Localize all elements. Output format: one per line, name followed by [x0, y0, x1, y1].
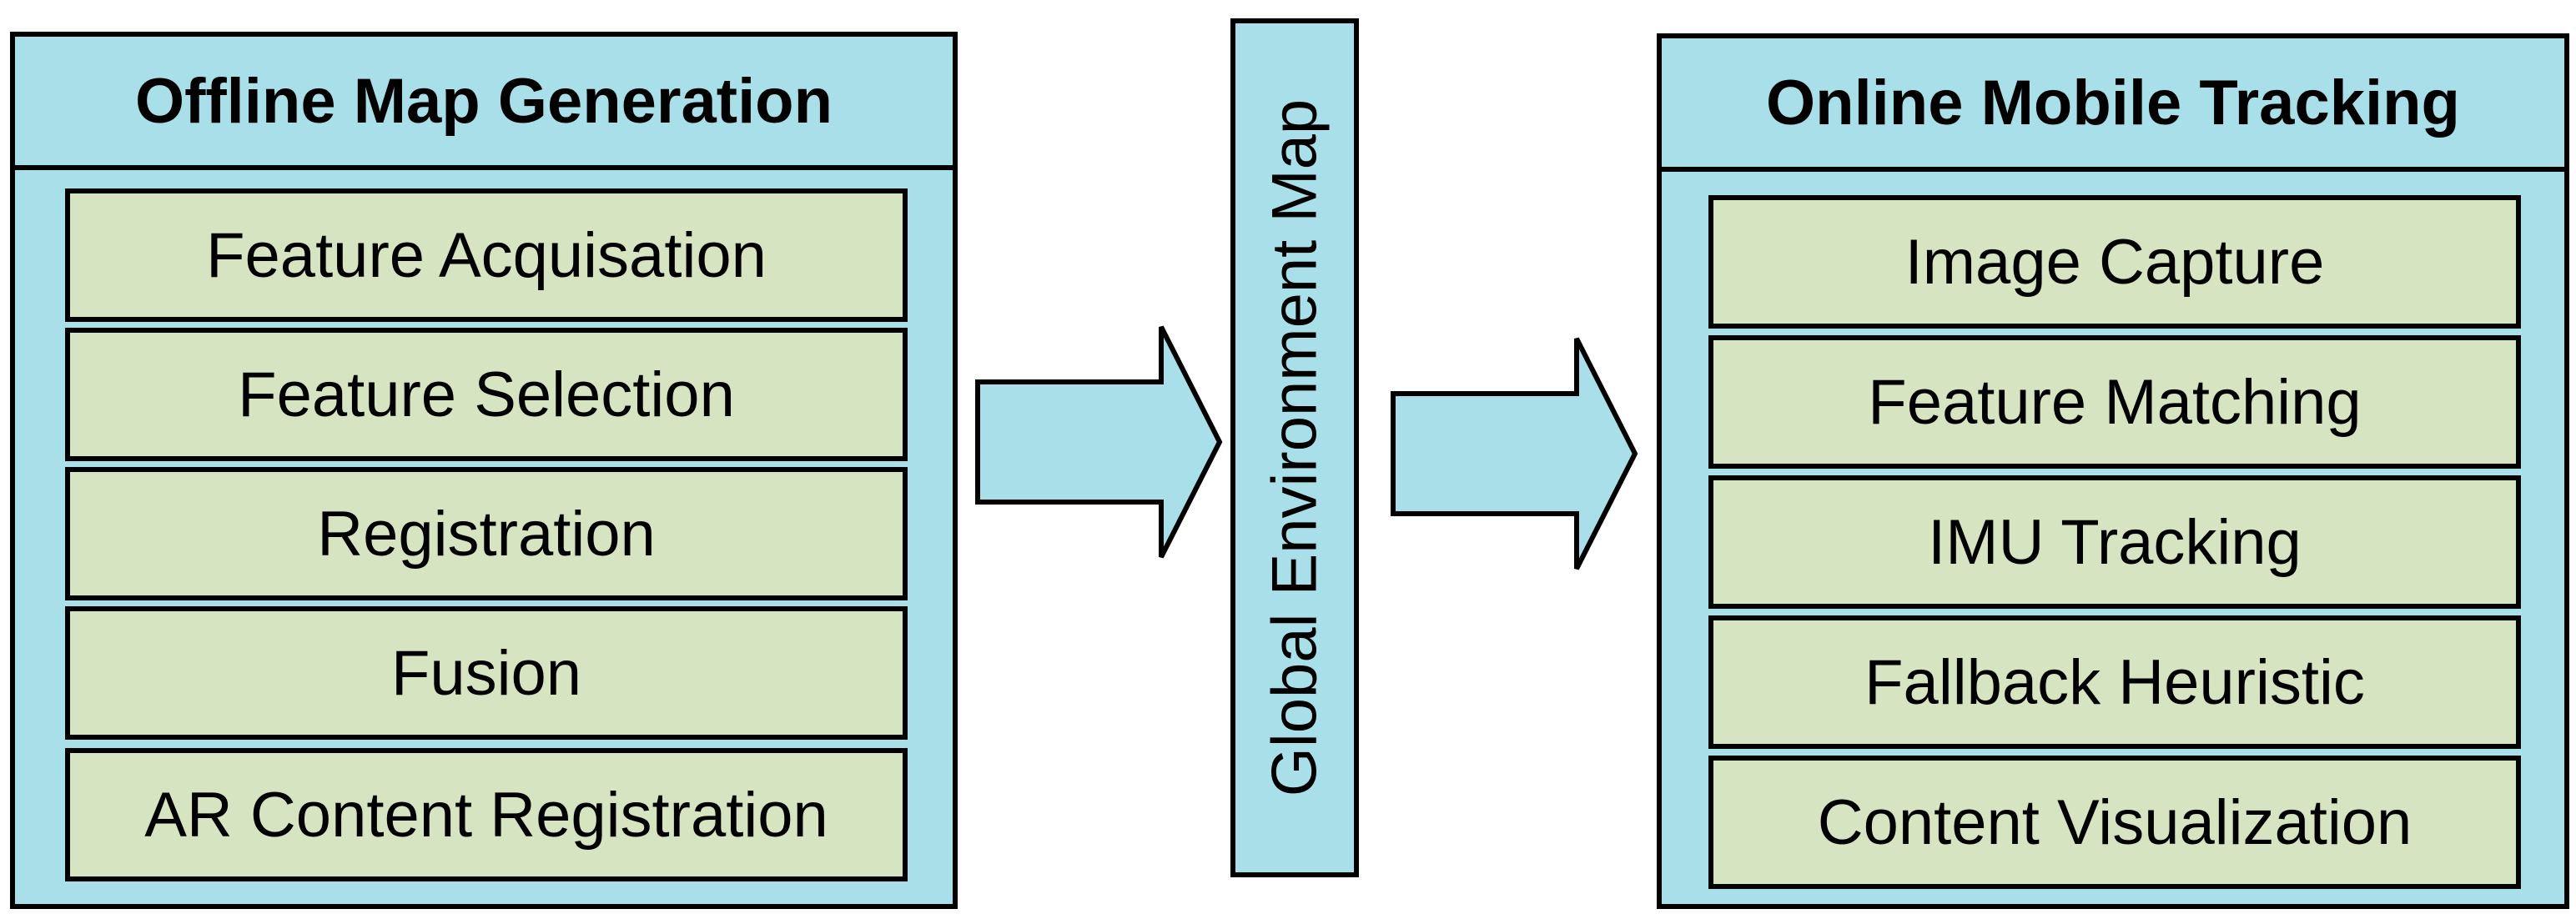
step-fallback-heuristic: Fallback Heuristic — [1708, 615, 2521, 749]
step-content-visualization: Content Visualization — [1708, 756, 2521, 889]
step-ar-content-registration: AR Content Registration — [65, 748, 908, 881]
global-environment-map-box: Global Environment Map — [1230, 18, 1359, 877]
online-mobile-tracking-panel: Online Mobile Tracking Image Capture Fea… — [1657, 33, 2569, 909]
right-arrow-to-tracking — [1391, 337, 1638, 570]
offline-map-generation-panel: Offline Map Generation Feature Acquisati… — [10, 32, 958, 909]
global-environment-map-label: Global Environment Map — [1259, 98, 1331, 797]
step-feature-selection: Feature Selection — [65, 328, 908, 461]
online-panel-title: Online Mobile Tracking — [1662, 38, 2564, 172]
step-feature-acquisation: Feature Acquisation — [65, 188, 908, 322]
step-fusion: Fusion — [65, 606, 908, 740]
step-image-capture: Image Capture — [1708, 195, 2521, 329]
right-arrow-to-map — [975, 325, 1223, 559]
step-imu-tracking: IMU Tracking — [1708, 475, 2521, 609]
step-registration: Registration — [65, 467, 908, 600]
offline-panel-title: Offline Map Generation — [15, 37, 953, 170]
step-feature-matching: Feature Matching — [1708, 335, 2521, 469]
